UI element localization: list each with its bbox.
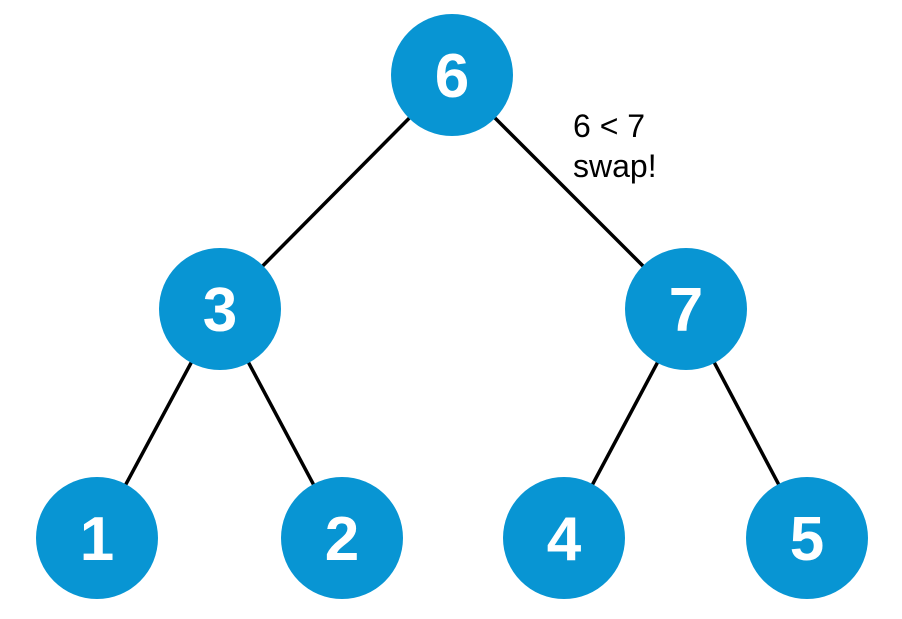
node-value: 3 <box>203 276 237 345</box>
tree-node-leaf-4: 5 <box>746 477 868 599</box>
tree-node-left-child: 3 <box>159 248 281 370</box>
tree-nodes: 6 3 7 1 2 4 5 <box>36 14 868 599</box>
tree-node-leaf-3: 4 <box>503 477 625 599</box>
node-circle <box>281 477 403 599</box>
node-value: 1 <box>80 505 114 574</box>
tree-node-leaf-2: 2 <box>281 477 403 599</box>
swap-annotation: 6 < 7 swap! <box>573 108 657 184</box>
node-circle <box>159 248 281 370</box>
node-circle <box>36 477 158 599</box>
tree-node-root: 6 <box>391 14 513 136</box>
node-value: 4 <box>547 505 582 574</box>
node-value: 7 <box>669 276 703 345</box>
node-circle <box>625 248 747 370</box>
tree-node-leaf-1: 1 <box>36 477 158 599</box>
tree-node-right-child: 7 <box>625 248 747 370</box>
node-value: 5 <box>790 505 824 574</box>
node-circle <box>503 477 625 599</box>
annotation-swap: swap! <box>573 148 657 184</box>
node-value: 2 <box>325 505 359 574</box>
node-circle <box>391 14 513 136</box>
annotation-comparison: 6 < 7 <box>573 108 645 144</box>
node-value: 6 <box>435 42 469 111</box>
node-circle <box>746 477 868 599</box>
